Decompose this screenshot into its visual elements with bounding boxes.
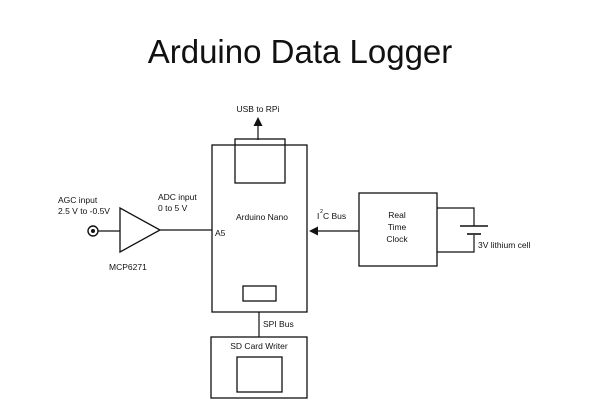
svg-text:2: 2 [320, 209, 323, 215]
pin-a5-label: A5 [215, 228, 226, 238]
rtc-label-line1: Real [388, 210, 406, 220]
rtc-label-line3: Clock [386, 234, 408, 244]
agc-input-label: AGC input [58, 195, 98, 205]
i2c-bus-label: I 2 C Bus [317, 209, 346, 221]
svg-text:C Bus: C Bus [323, 211, 346, 221]
sd-card-slot [236, 356, 283, 393]
adc-input-range-label: 0 to 5 V [158, 203, 188, 213]
battery-label: 3V lithium cell [478, 240, 531, 250]
rtc-label-line2: Time [388, 222, 407, 232]
spi-bus-label: SPI Bus [263, 319, 294, 329]
agc-input-jack [87, 225, 99, 237]
battery-icon [437, 207, 488, 253]
agc-input-range-label: 2.5 V to -0.5V [58, 206, 110, 216]
diagram-title: Arduino Data Logger [148, 33, 453, 70]
adc-input-label: ADC input [158, 192, 197, 202]
i2c-bus-arrow [309, 226, 359, 236]
usb-label: USB to RPi [237, 104, 280, 114]
svg-text:I: I [317, 211, 319, 221]
arduino-nano-label: Arduino Nano [236, 212, 288, 222]
op-amp-label: MCP6271 [109, 262, 147, 272]
arduino-nano-block [211, 144, 308, 313]
usb-connector [234, 138, 286, 184]
usb-arrow [253, 117, 263, 140]
sd-card-writer-block [210, 336, 308, 399]
rtc-block [358, 192, 438, 267]
op-amp-icon [119, 206, 162, 254]
sd-card-writer-label: SD Card Writer [230, 341, 288, 351]
spi-header [242, 285, 277, 302]
